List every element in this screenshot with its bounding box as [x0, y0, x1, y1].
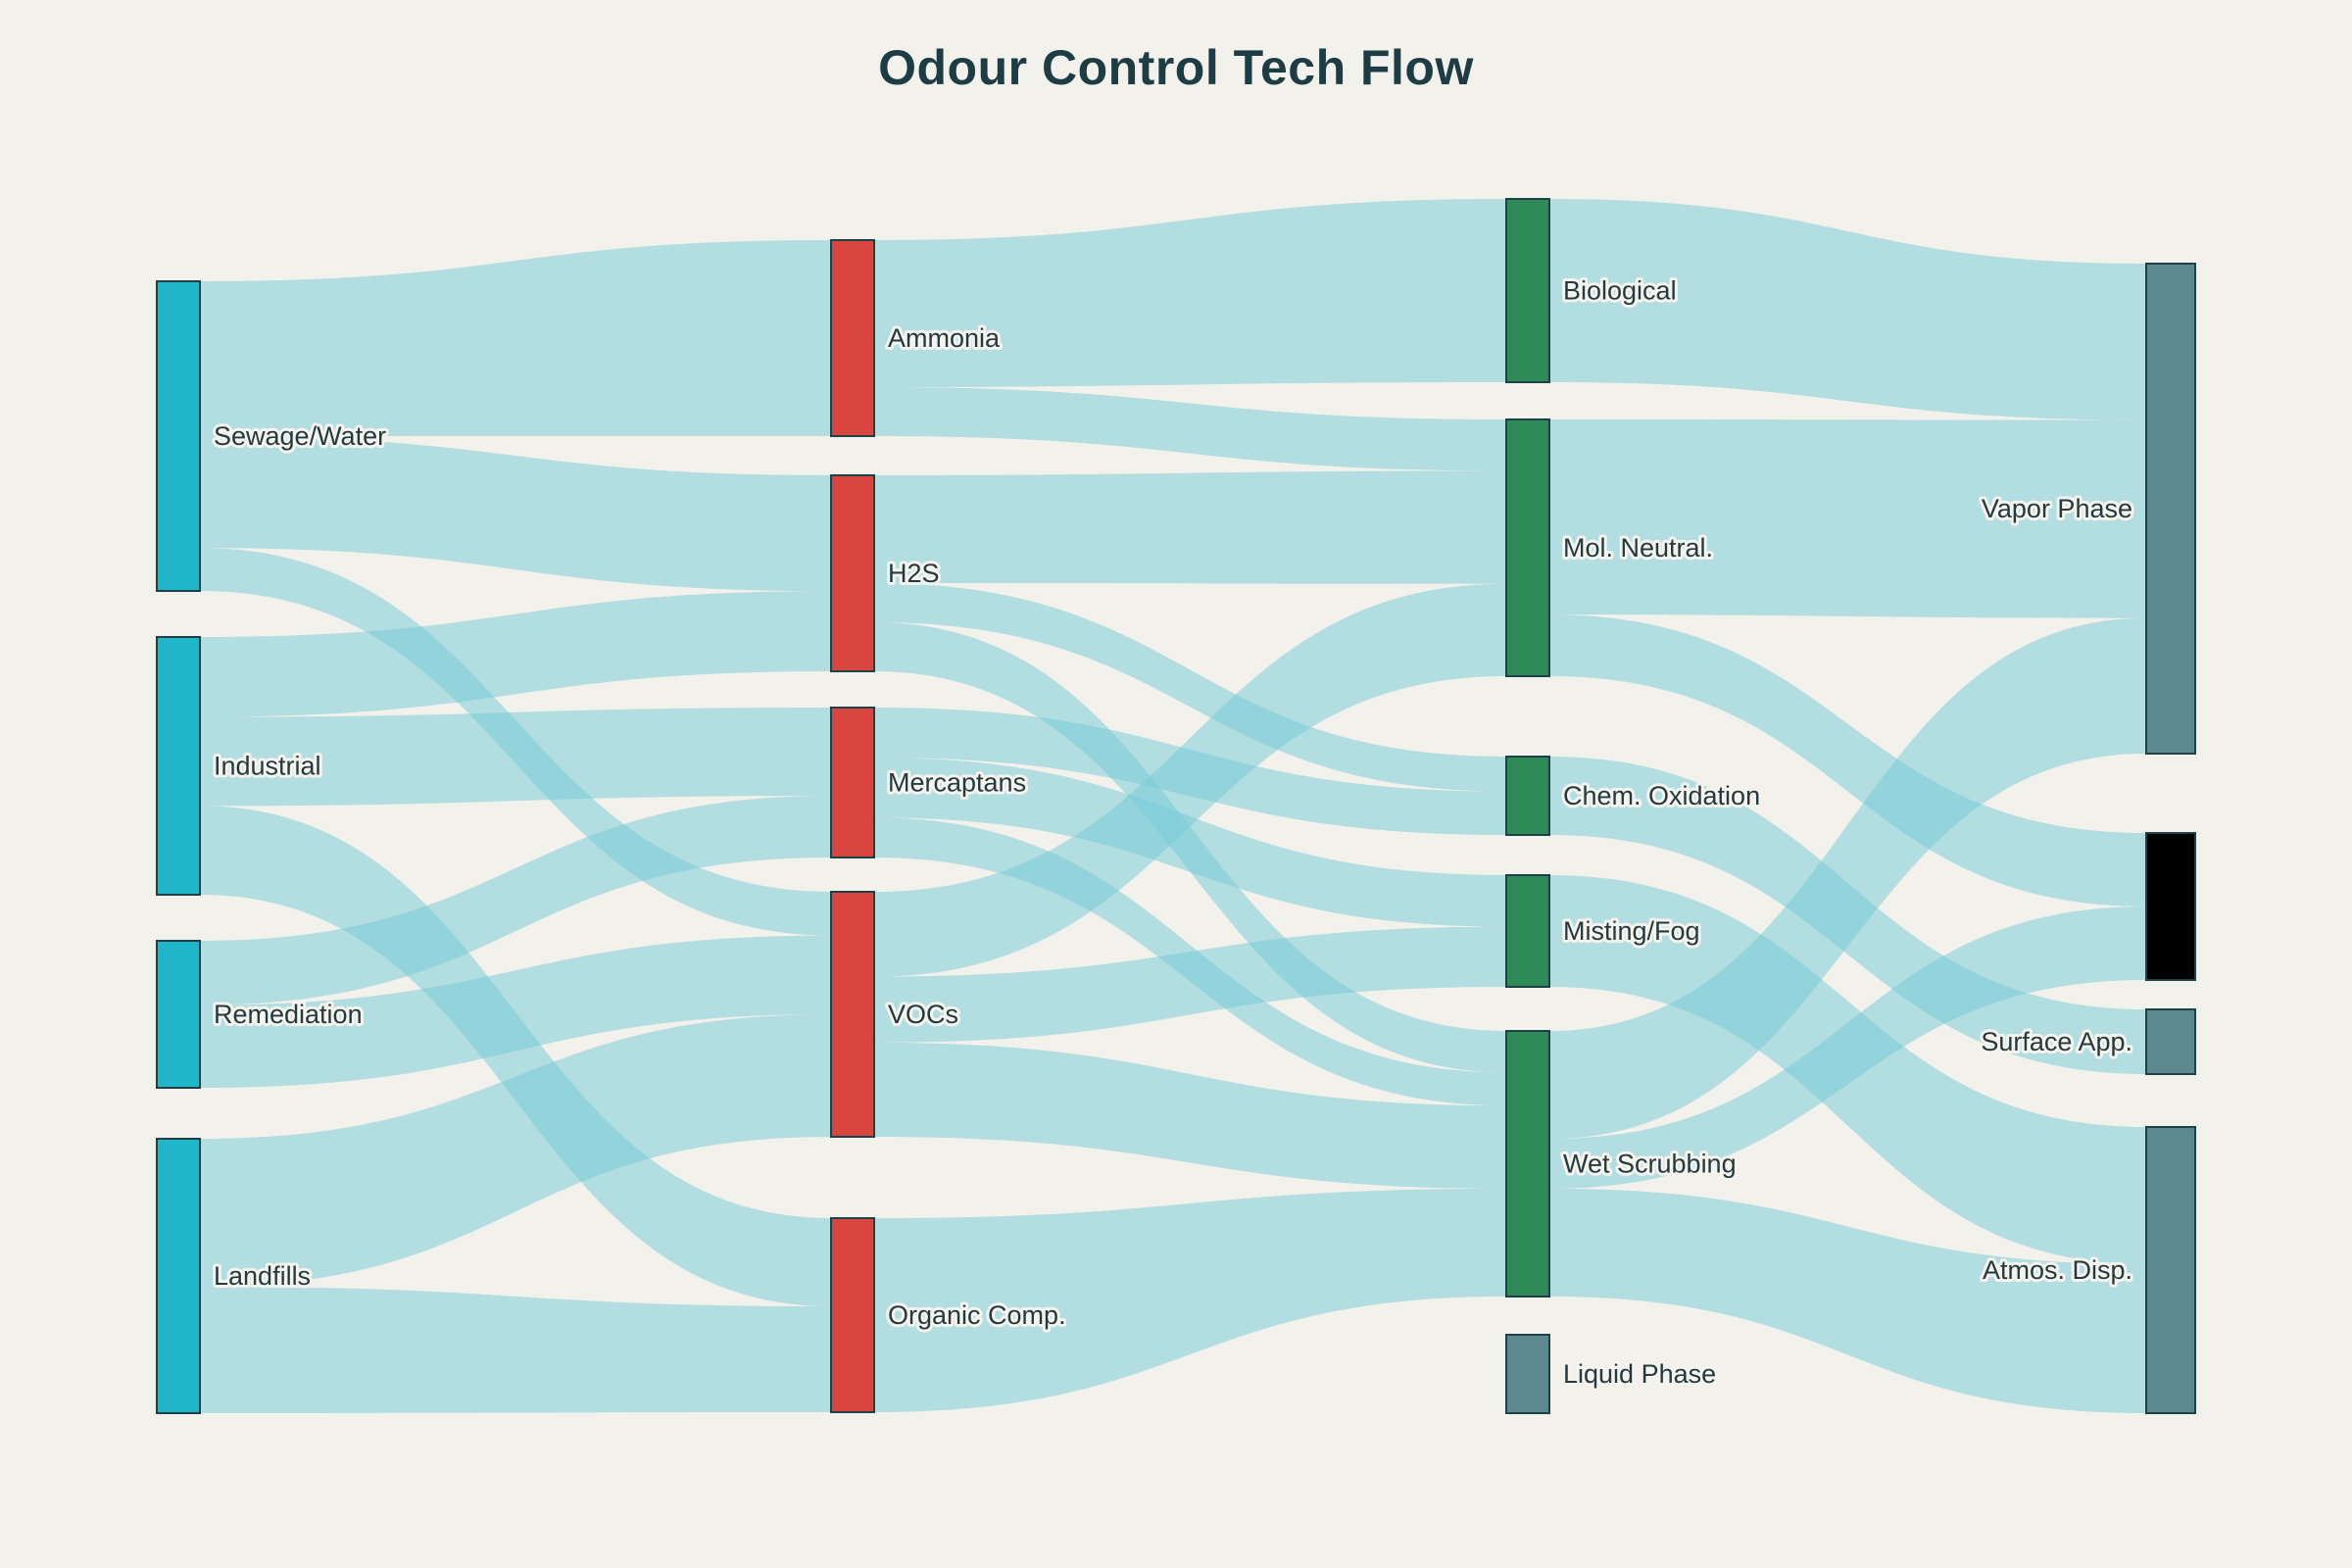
sankey-node-biological[interactable]: [1505, 198, 1550, 383]
sankey-node-wetscrub[interactable]: [1505, 1030, 1550, 1298]
sankey-link-vocs-misting[interactable]: [874, 926, 1506, 1043]
sankey-link-sewage-ammonia[interactable]: [200, 240, 831, 436]
sankey-node-vapor[interactable]: [2145, 263, 2196, 755]
sankey-link-molneutral-blacknode[interactable]: [1549, 614, 2146, 906]
sankey-node-vocs[interactable]: [830, 891, 875, 1138]
sankey-node-misting[interactable]: [1505, 874, 1550, 988]
sankey-link-landfills-organic[interactable]: [200, 1286, 831, 1413]
node-label-liquid: Liquid Phase: [1563, 1359, 1716, 1389]
sankey-node-h2s[interactable]: [830, 474, 875, 672]
node-label-h2s: H2S: [888, 559, 940, 588]
node-label-landfills: Landfills: [214, 1261, 311, 1291]
sankey-node-organic[interactable]: [830, 1217, 875, 1413]
sankey-node-liquid[interactable]: [1505, 1334, 1550, 1414]
sankey-link-sewage-h2s[interactable]: [200, 436, 831, 592]
sankey-link-biological-vapor[interactable]: [1549, 199, 2146, 420]
node-label-atmos: Atmos. Disp.: [1983, 1255, 2132, 1285]
sankey-link-mercaptans-misting[interactable]: [874, 758, 1506, 927]
sankey-link-industrial-mercaptans[interactable]: [200, 708, 831, 807]
sankey-node-surface[interactable]: [2145, 1008, 2196, 1075]
sankey-node-mercaptans[interactable]: [830, 707, 875, 858]
sankey-node-landfills[interactable]: [156, 1138, 201, 1414]
sankey-link-wetscrub-blacknode[interactable]: [1549, 906, 2146, 1189]
node-label-chemox: Chem. Oxidation: [1563, 781, 1760, 810]
node-label-vocs: VOCs: [888, 1000, 958, 1029]
sankey-link-vocs-wetscrub[interactable]: [874, 1042, 1506, 1189]
sankey-link-organic-wetscrub[interactable]: [874, 1188, 1506, 1412]
sankey-node-industrial[interactable]: [156, 636, 201, 896]
node-label-mercaptans: Mercaptans: [888, 768, 1026, 798]
sankey-link-h2s-chemox[interactable]: [874, 583, 1506, 792]
sankey-link-remediation-vocs[interactable]: [200, 935, 831, 1088]
chart-title: Odour Control Tech Flow: [878, 40, 1474, 95]
sankey-node-atmos[interactable]: [2145, 1126, 2196, 1414]
node-label-vapor: Vapor Phase: [1982, 494, 2132, 523]
sankey-node-sewage[interactable]: [156, 280, 201, 592]
sankey-link-h2s-molneutral[interactable]: [874, 470, 1506, 584]
node-label-misting: Misting/Fog: [1563, 916, 1700, 946]
sankey-link-landfills-vocs[interactable]: [200, 1014, 831, 1287]
node-label-molneutral: Mol. Neutral.: [1563, 533, 1713, 563]
sankey-links-layer: [200, 199, 2146, 1413]
sankey-link-remediation-mercaptans[interactable]: [200, 796, 831, 1005]
node-label-sewage: Sewage/Water: [214, 421, 386, 451]
node-label-industrial: Industrial: [214, 752, 321, 781]
node-label-organic: Organic Comp.: [888, 1300, 1066, 1330]
sankey-nodes-layer: [156, 198, 2196, 1414]
sankey-link-wetscrub-atmos[interactable]: [1549, 1188, 2146, 1413]
sankey-link-ammonia-biological[interactable]: [874, 199, 1506, 387]
sankey-labels-layer: Sewage/WaterIndustrialRemediationLandfil…: [211, 273, 2135, 1393]
sankey-link-industrial-h2s[interactable]: [200, 591, 831, 717]
sankey-link-wetscrub-vapor[interactable]: [1549, 617, 2146, 1140]
node-label-remediation: Remediation: [214, 1000, 363, 1029]
sankey-link-vocs-molneutral[interactable]: [874, 583, 1506, 977]
sankey-node-remediation[interactable]: [156, 940, 201, 1089]
node-label-surface: Surface App.: [1981, 1027, 2132, 1056]
sankey-node-molneutral[interactable]: [1505, 418, 1550, 677]
sankey-node-chemox[interactable]: [1505, 756, 1550, 836]
sankey-node-blacknode[interactable]: [2145, 832, 2196, 981]
sankey-link-molneutral-vapor[interactable]: [1549, 419, 2146, 618]
node-label-biological: Biological: [1563, 276, 1677, 306]
node-label-ammonia: Ammonia: [888, 323, 1001, 353]
node-label-wetscrub: Wet Scrubbing: [1563, 1150, 1737, 1179]
sankey-link-ammonia-molneutral[interactable]: [874, 387, 1506, 471]
sankey-node-ammonia[interactable]: [830, 239, 875, 437]
